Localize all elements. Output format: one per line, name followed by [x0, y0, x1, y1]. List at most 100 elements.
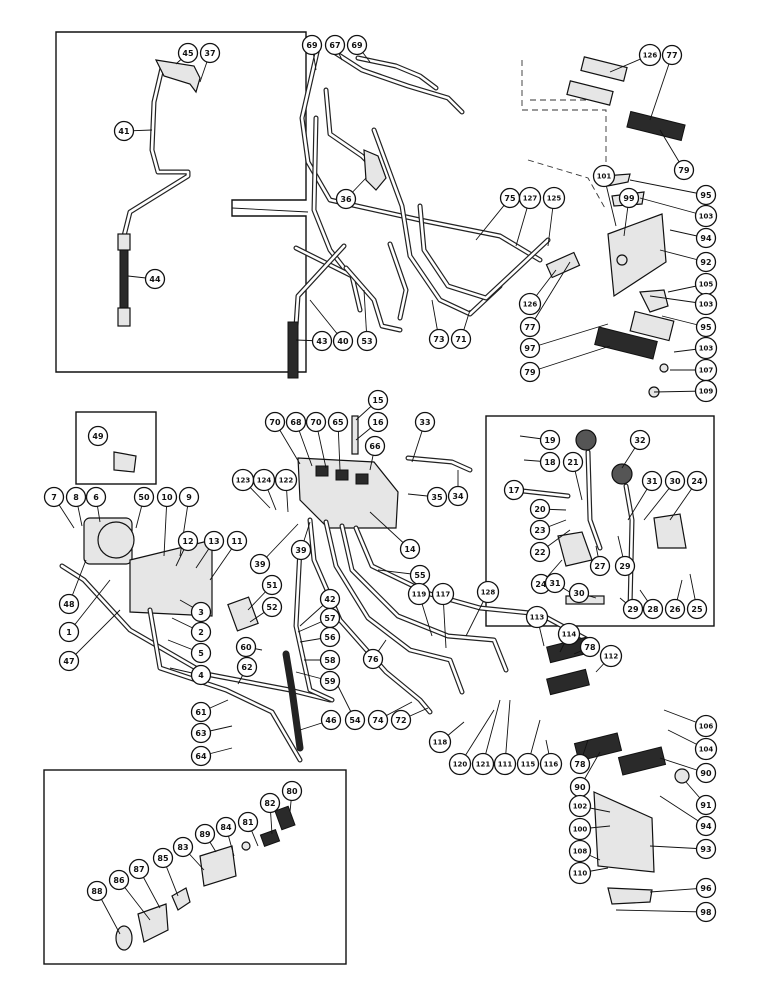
callout-112: 112 — [599, 644, 623, 668]
callout-circle — [190, 621, 212, 643]
callout-circle — [390, 709, 412, 731]
callout-number: 82 — [264, 799, 275, 808]
callout-circle — [177, 530, 199, 552]
callout-40: 40 — [332, 330, 354, 352]
callout-circle — [226, 530, 248, 552]
callout-84: 84 — [215, 816, 237, 838]
callout-circle — [641, 470, 663, 492]
callout-number: 84 — [220, 823, 232, 832]
callout-circle — [568, 794, 592, 818]
callout-number: 15 — [372, 396, 384, 405]
callout-10: 10 — [156, 486, 178, 508]
callout-87: 87 — [128, 858, 150, 880]
callout-number: 18 — [544, 458, 556, 467]
callout-22: 22 — [529, 541, 551, 563]
callout-number: 119 — [412, 591, 427, 599]
callout-number: 80 — [286, 787, 298, 796]
callout-circle — [335, 188, 357, 210]
callout-number: 69 — [306, 41, 318, 50]
callout-number: 97 — [524, 344, 535, 353]
callout-13: 13 — [203, 530, 225, 552]
callout-75: 75 — [499, 187, 521, 209]
callout-94: 94 — [695, 227, 717, 249]
callout-number: 6 — [93, 493, 99, 502]
callout-number: 95 — [700, 323, 712, 332]
callout-43: 43 — [311, 330, 333, 352]
callout-number: 127 — [523, 195, 538, 203]
callout-circle — [346, 34, 368, 56]
callout-66: 66 — [364, 435, 386, 457]
callout-number: 52 — [266, 603, 277, 612]
callout-circle — [428, 328, 450, 350]
callout-109: 109 — [694, 379, 718, 403]
callout-number: 74 — [372, 716, 384, 725]
callout-number: 55 — [414, 571, 426, 580]
callout-103: 103 — [694, 204, 718, 228]
callout-circle — [664, 470, 686, 492]
callout-number: 17 — [508, 486, 519, 495]
callout-52: 52 — [261, 596, 283, 618]
callout-circle — [190, 642, 212, 664]
callout-circle — [264, 411, 286, 433]
callout-circle — [695, 815, 717, 837]
callout-17: 17 — [503, 479, 525, 501]
callout-number: 126 — [643, 52, 658, 60]
callout-circle — [614, 555, 636, 577]
callout-4: 4 — [190, 664, 212, 686]
callout-number: 99 — [623, 194, 635, 203]
callout-78: 78 — [569, 753, 591, 775]
callout-number: 90 — [574, 783, 586, 792]
callout-33: 33 — [414, 411, 436, 433]
callout-83: 83 — [172, 836, 194, 858]
callout-99: 99 — [618, 187, 640, 209]
callout-circle — [695, 227, 717, 249]
callout-41: 41 — [113, 120, 135, 142]
callout-34: 34 — [447, 485, 469, 507]
callout-circle — [190, 745, 212, 767]
callout-89: 89 — [194, 823, 216, 845]
callout-35: 35 — [426, 486, 448, 508]
callout-number: 34 — [452, 492, 464, 501]
callout-69: 69 — [346, 34, 368, 56]
callout-number: 104 — [699, 746, 714, 754]
callout-73: 73 — [428, 328, 450, 350]
callout-number: 126 — [523, 301, 538, 309]
callout-19: 19 — [539, 429, 561, 451]
callout-number: 86 — [113, 876, 125, 885]
callout-circle — [259, 792, 281, 814]
callout-106: 106 — [694, 714, 718, 738]
callout-number: 7 — [51, 493, 57, 502]
callout-number: 8 — [73, 493, 79, 502]
callout-number: 53 — [361, 337, 372, 346]
callout-circle — [695, 251, 717, 273]
callout-number: 83 — [177, 843, 188, 852]
callout-number: 98 — [700, 908, 712, 917]
hose-44 — [117, 233, 131, 327]
callout-55: 55 — [409, 564, 431, 586]
callout-circle — [177, 42, 199, 64]
leader-c1 — [68, 579, 111, 633]
callout-number: 13 — [208, 537, 219, 546]
callout-68: 68 — [285, 411, 307, 433]
leader-c98 — [615, 909, 707, 913]
callout-103: 103 — [694, 336, 718, 360]
callout-number: 20 — [534, 505, 546, 514]
callout-circle — [471, 752, 495, 776]
callout-number: 67 — [329, 41, 340, 50]
callout-number: 105 — [699, 281, 714, 289]
top-right-couplers — [521, 56, 686, 398]
callout-circle — [215, 816, 237, 838]
callout-number: 103 — [699, 301, 714, 309]
callout-circle — [43, 486, 65, 508]
callout-circle — [539, 429, 561, 451]
callout-number: 36 — [340, 195, 352, 204]
callout-number: 85 — [157, 854, 169, 863]
callout-number: 9 — [186, 493, 192, 502]
callout-90: 90 — [695, 762, 717, 784]
callout-110: 110 — [568, 861, 592, 885]
callout-number: 72 — [395, 716, 406, 725]
callout-circle — [589, 555, 611, 577]
callout-53: 53 — [356, 330, 378, 352]
callout-circle — [128, 858, 150, 880]
callout-circle — [450, 328, 472, 350]
